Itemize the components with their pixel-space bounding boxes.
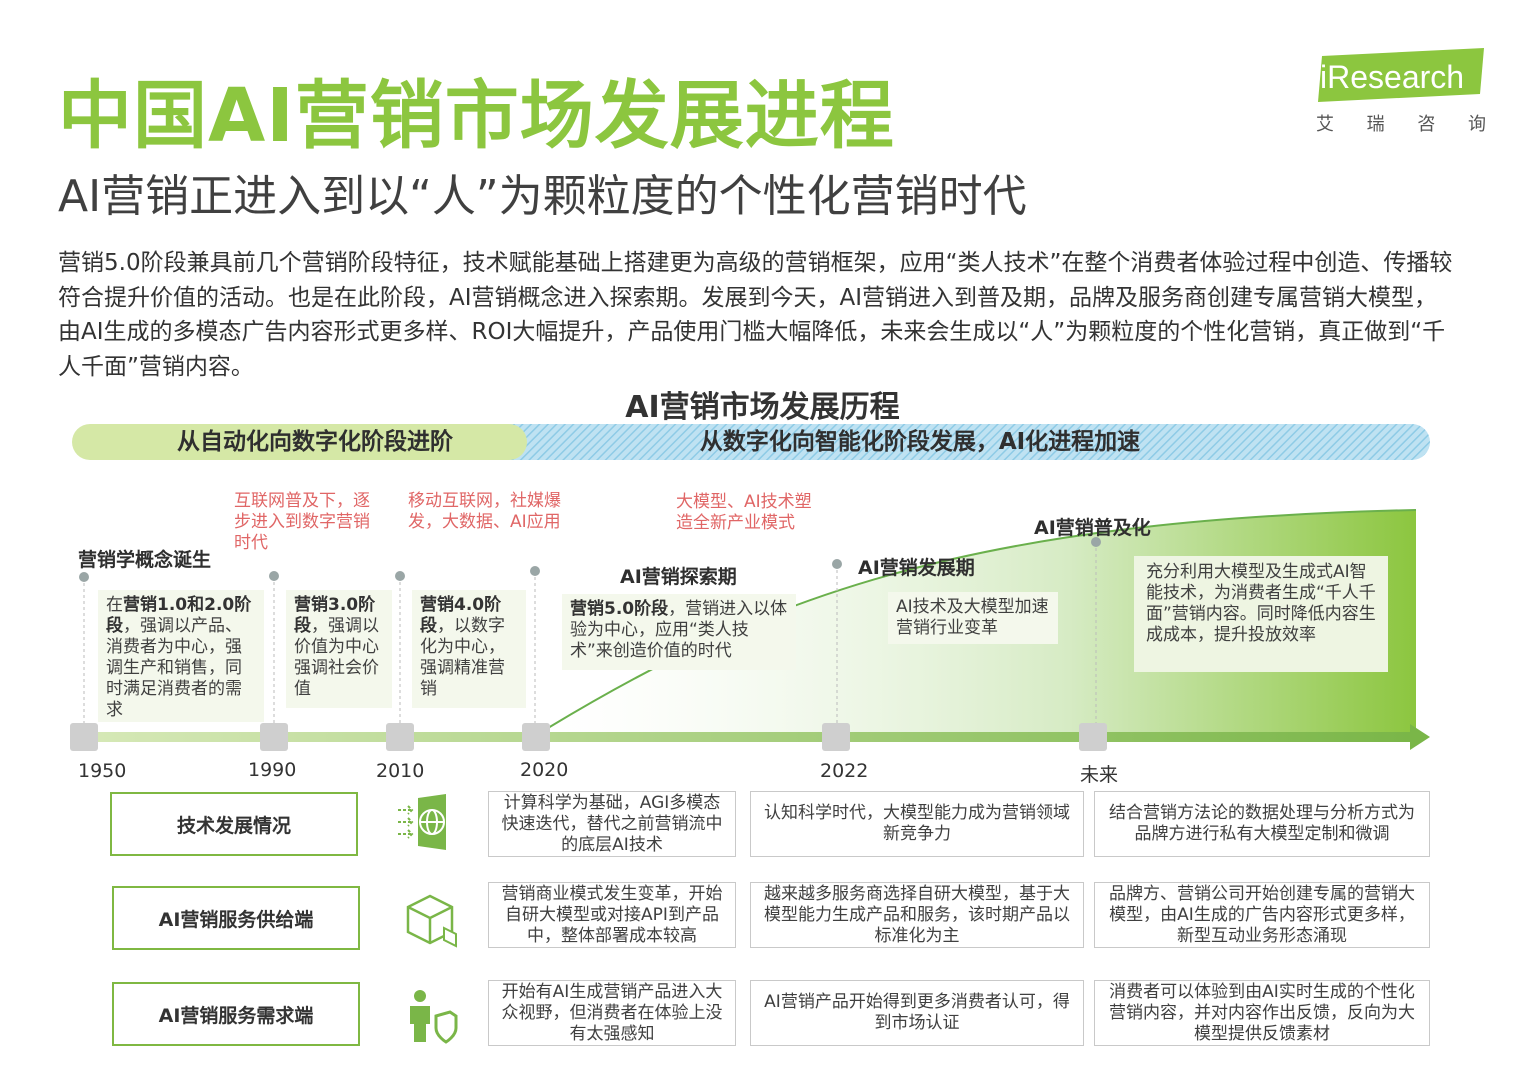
year-label: 1950 bbox=[78, 760, 127, 782]
note-mobile: 移动互联网，社媒爆发，大数据、AI应用 bbox=[408, 491, 561, 532]
phase1-label: 从自动化向数字化阶段进阶 bbox=[177, 429, 453, 455]
note-internet: 互联网普及下，逐步进入到数字营销时代 bbox=[234, 491, 370, 553]
stage-develop: AI营销发展期 bbox=[858, 557, 975, 579]
timeline-dot bbox=[1091, 537, 1101, 547]
year-label: 1990 bbox=[248, 759, 297, 781]
phase-band bbox=[72, 424, 1430, 460]
svg-text:iResearch: iResearch bbox=[1320, 59, 1464, 95]
stage-box-3: 营销4.0阶段，以数字化为中心，强调精准营销 bbox=[412, 590, 526, 708]
year-marker bbox=[822, 723, 850, 751]
year-marker bbox=[522, 723, 550, 751]
timeline-dot bbox=[832, 559, 842, 569]
table-cell: 消费者可以体验到由AI实时生成的个性化营销内容，并对内容作出反馈，反向为大模型提… bbox=[1094, 980, 1430, 1046]
cube-icon bbox=[406, 894, 457, 948]
year-label: 2010 bbox=[376, 760, 425, 782]
year-label: 2022 bbox=[820, 760, 869, 782]
stage-box-1: 在营销1.0和2.0阶段，强调以产品、消费者为中心，强调生产和销售，同时满足消费… bbox=[98, 590, 264, 722]
table-cell: 结合营销方法论的数据处理与分析方式为品牌方进行私有大模型定制和微调 bbox=[1094, 791, 1430, 857]
logo-char: 询 bbox=[1467, 114, 1486, 135]
year-marker bbox=[1079, 723, 1107, 751]
row-label-tech: 技术发展情况 bbox=[110, 792, 358, 856]
axis-arrow bbox=[1410, 724, 1430, 750]
row-label-supply: AI营销服务供给端 bbox=[112, 886, 360, 950]
page-title: 中国AI营销市场发展进程 bbox=[58, 73, 895, 159]
stage-explore: AI营销探索期 bbox=[620, 566, 737, 588]
phase2-label: 从数字化向智能化阶段发展，AI化进程加速 bbox=[699, 429, 1141, 455]
year-label: 未来 bbox=[1080, 764, 1119, 786]
stage-box-4: 营销5.0阶段，营销进入以体验为中心，应用“类人技术”来创造价值的时代 bbox=[562, 594, 796, 670]
intro-paragraph: 营销5.0阶段兼具前几个营销阶段特征，技术赋能基础上搭建更为高级的营销框架，应用… bbox=[58, 250, 1453, 380]
timeline-dot bbox=[79, 572, 89, 582]
timeline-dot bbox=[530, 566, 540, 576]
growth-curve bbox=[547, 509, 1417, 729]
person-shield-icon bbox=[410, 990, 458, 1044]
iresearch-logo: iResearch bbox=[1318, 48, 1484, 102]
note-bigmodel: 大模型、AI技术塑造全新产业模式 bbox=[676, 492, 812, 533]
stage-popular: AI营销普及化 bbox=[1034, 517, 1151, 539]
timeline-dot bbox=[395, 571, 405, 581]
table-cell: AI营销产品开始得到更多消费者认可，得到市场认证 bbox=[750, 980, 1084, 1046]
table-cell: 品牌方、营销公司开始创建专属的营销大模型，由AI生成的广告内容形式更多样，新型互… bbox=[1094, 882, 1430, 948]
year-label: 2020 bbox=[520, 759, 569, 781]
timeline-title: AI营销市场发展历程 bbox=[625, 390, 900, 425]
year-marker bbox=[260, 723, 288, 751]
logo-char: 咨 bbox=[1417, 114, 1436, 135]
table-cell: 认知科学时代，大模型能力成为营销领域新竞争力 bbox=[750, 791, 1084, 857]
year-marker bbox=[386, 723, 414, 751]
logo-char: 艾 bbox=[1316, 114, 1334, 135]
page-subtitle: AI营销正进入到以“人”为颗粒度的个性化营销时代 bbox=[58, 171, 1027, 222]
row-label-demand: AI营销服务需求端 bbox=[112, 982, 360, 1046]
timeline-axis bbox=[72, 732, 1412, 742]
stage-box-6: 充分利用大模型及生成式AI智能技术，为消费者生成“千人千面”营销内容。同时降低内… bbox=[1134, 556, 1388, 672]
stage-box-2: 营销3.0阶段，强调以价值为中心强调社会价值 bbox=[286, 590, 392, 708]
timeline-dot bbox=[269, 571, 279, 581]
globe-arrows-icon bbox=[398, 794, 446, 850]
logo-subtitle: 艾 瑞 咨 询 bbox=[1316, 110, 1486, 136]
table-cell: 计算科学为基础，AGI多模态快速迭代，替代之前营销流中的底层AI技术 bbox=[488, 791, 736, 857]
phase2-bar bbox=[492, 424, 1430, 460]
stage-box-5: AI技术及大模型加速营销行业变革 bbox=[888, 592, 1058, 644]
table-cell: 越来越多服务商选择自研大模型，基于大模型能力生成产品和服务，该时期产品以标准化为… bbox=[750, 882, 1084, 948]
year-marker bbox=[70, 723, 98, 751]
stage-birth: 营销学概念诞生 bbox=[78, 549, 212, 571]
table-cell: 开始有AI生成营销产品进入大众视野，但消费者在体验上没有太强感知 bbox=[488, 980, 736, 1046]
phase1-bar bbox=[72, 424, 527, 460]
table-cell: 营销商业模式发生变革，开始自研大模型或对接API到产品中，整体部署成本较高 bbox=[488, 882, 736, 948]
logo-char: 瑞 bbox=[1366, 114, 1385, 135]
